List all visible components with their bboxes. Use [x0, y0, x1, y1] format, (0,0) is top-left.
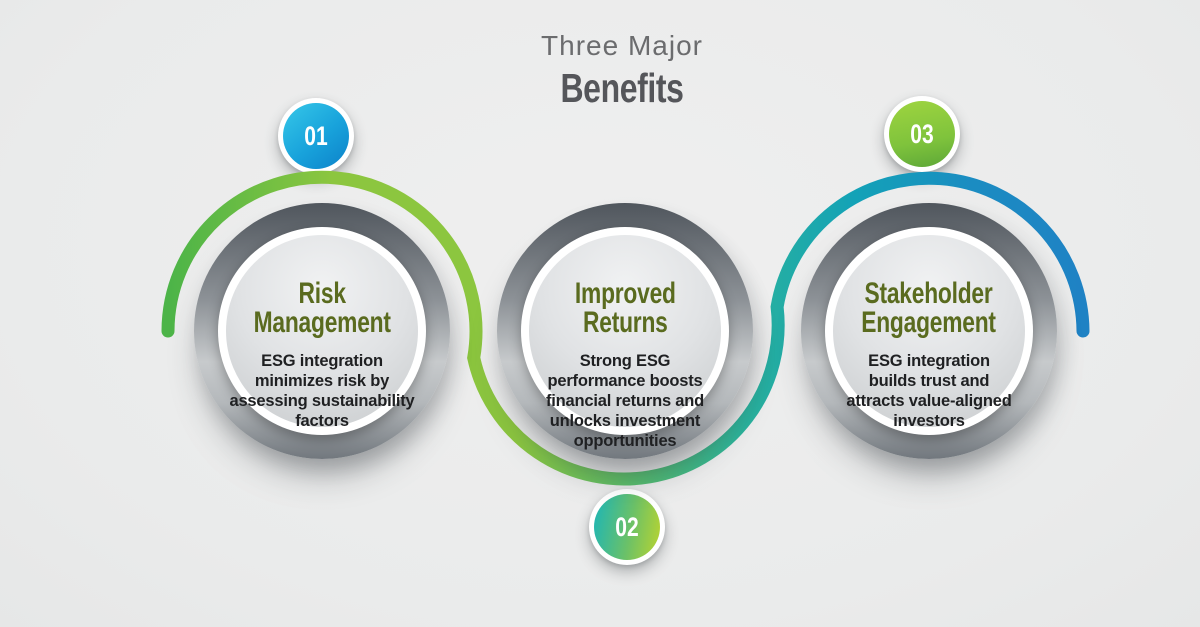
- card-body: ESG integration minimizes risk by assess…: [229, 351, 414, 432]
- card-body-line: Strong ESG: [579, 351, 671, 370]
- benefit-circle-risk-management: Risk Management ESG integration minimize…: [194, 203, 450, 459]
- card-body: ESG integration builds trust and attract…: [846, 351, 1011, 432]
- step-number-03: 03: [910, 118, 934, 149]
- step-badge-01: 01: [278, 98, 354, 174]
- benefit-circle-improved-returns: Improved Returns Strong ESG performance …: [497, 203, 753, 459]
- card-body-line: attracts value-aligned: [846, 392, 1012, 411]
- card-heading-line: Returns: [582, 306, 668, 340]
- card-body-line: financial returns and: [545, 392, 705, 411]
- card-body-line: assessing sustainability: [229, 392, 415, 411]
- connector-path: [161, 170, 1090, 486]
- card-body: Strong ESG performance boosts financial …: [546, 351, 704, 452]
- circle-white-ring: Stakeholder Engagement ESG integration b…: [825, 227, 1033, 435]
- page-title: Three Major Benefits: [422, 30, 822, 112]
- card-body-line: investors: [893, 412, 965, 431]
- circle-white-ring: Improved Returns Strong ESG performance …: [521, 227, 729, 450]
- card-heading-line: Stakeholder: [864, 277, 994, 310]
- card-heading: Stakeholder Engagement: [840, 277, 1017, 340]
- card-body-line: unlocks investment: [549, 412, 701, 431]
- circle-face: Risk Management ESG integration minimize…: [226, 235, 418, 430]
- benefit-circle-stakeholder-engagement: Stakeholder Engagement ESG integration b…: [801, 203, 1057, 459]
- title-line-2: Benefits: [560, 65, 684, 111]
- title-line-1: Three Major: [541, 30, 703, 61]
- circle-white-ring: Risk Management ESG integration minimize…: [218, 227, 426, 435]
- step-badge-03-core: 03: [889, 101, 955, 167]
- card-heading: Risk Management: [232, 277, 412, 340]
- card-heading: Improved Returns: [559, 277, 692, 340]
- card-body-line: minimizes risk by: [254, 371, 390, 390]
- card-body-line: ESG integration: [261, 351, 383, 370]
- circle-face: Stakeholder Engagement ESG integration b…: [833, 235, 1025, 430]
- card-heading-line: Risk: [298, 277, 346, 310]
- card-body-line: factors: [295, 412, 349, 431]
- card-body-line: builds trust and: [868, 371, 990, 390]
- card-heading-line: Engagement: [861, 306, 997, 340]
- card-heading-line: Improved: [574, 277, 676, 310]
- card-body-line: performance boosts: [547, 371, 703, 390]
- circle-face: Improved Returns Strong ESG performance …: [529, 235, 721, 450]
- step-badge-02-core: 02: [594, 494, 660, 560]
- step-badge-03: 03: [884, 96, 960, 172]
- step-number-02: 02: [615, 511, 639, 542]
- card-heading-line: Management: [253, 306, 391, 340]
- step-badge-02: 02: [589, 489, 665, 565]
- card-body-line: ESG integration: [868, 351, 990, 370]
- step-badge-01-core: 01: [283, 103, 349, 169]
- step-number-01: 01: [304, 120, 328, 151]
- card-body-line: opportunities: [573, 432, 677, 451]
